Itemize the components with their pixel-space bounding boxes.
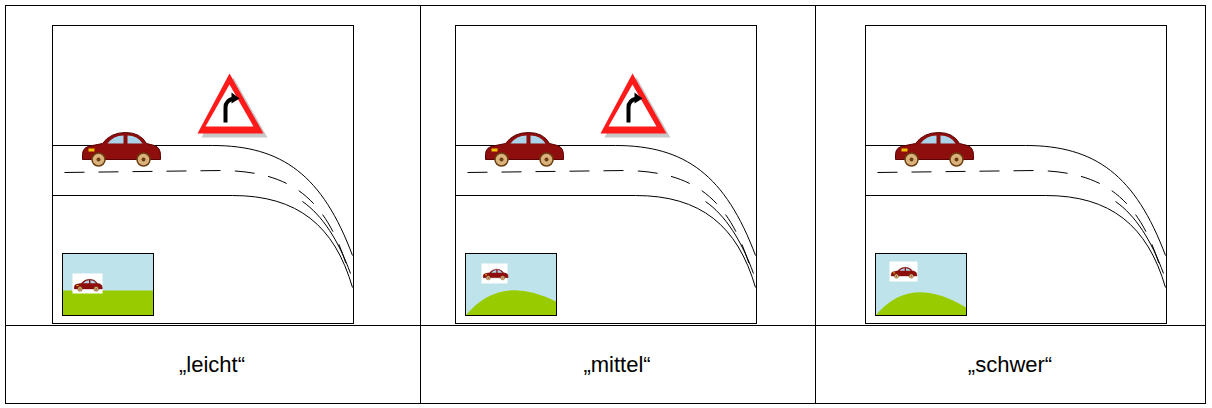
table-cell: „leicht“ xyxy=(179,352,245,378)
table-cell: „schwer“ xyxy=(968,352,1052,378)
table-cell: „mittel“ xyxy=(583,352,650,378)
